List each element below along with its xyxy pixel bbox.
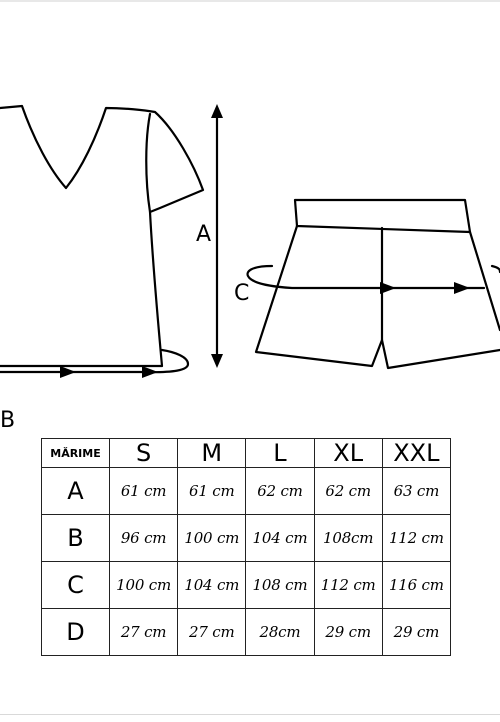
row-label: A xyxy=(41,467,110,515)
measure-label-c: C xyxy=(234,281,250,306)
table-cell: 62 cm xyxy=(313,467,383,515)
table-row: A 61 cm 61 cm 62 cm 62 cm 63 cm xyxy=(41,467,452,515)
table-cell: 27 cm xyxy=(108,608,179,656)
table-cell: 28cm xyxy=(245,608,315,656)
table-row: C 100 cm 104 cm 108 cm 112 cm 116 cm xyxy=(41,561,452,609)
measure-label-b: B xyxy=(0,408,16,433)
size-l: L xyxy=(245,438,315,468)
bottom-border xyxy=(0,714,500,715)
row-label: C xyxy=(41,561,110,609)
arrowhead-c-1 xyxy=(380,282,396,294)
table-row: B 96 cm 100 cm 104 cm 108cm 112 cm xyxy=(41,514,452,562)
row-label: D xyxy=(41,608,110,656)
table-cell: 104 cm xyxy=(177,561,247,609)
arrowhead-a-bottom xyxy=(211,354,223,368)
table-cell: 100 cm xyxy=(108,561,179,609)
size-header-row: MĂRIME S M L XL XXL xyxy=(41,438,452,468)
size-s: S xyxy=(108,438,179,468)
size-column-header: MĂRIME xyxy=(41,438,110,468)
top-border xyxy=(0,0,500,2)
table-cell: 108cm xyxy=(313,514,383,562)
shorts-icon xyxy=(246,198,500,370)
table-cell: 63 cm xyxy=(381,467,452,515)
arrowhead-b-1 xyxy=(60,366,76,378)
table-cell: 112 cm xyxy=(381,514,452,562)
table-cell: 61 cm xyxy=(108,467,179,515)
size-m: M xyxy=(177,438,247,468)
arrowhead-c-2 xyxy=(454,282,470,294)
table-cell: 96 cm xyxy=(108,514,179,562)
table-cell: 100 cm xyxy=(177,514,247,562)
table-cell: 112 cm xyxy=(313,561,383,609)
arrowhead-b-2 xyxy=(142,366,158,378)
table-cell: 61 cm xyxy=(177,467,247,515)
table-row: D 27 cm 27 cm 28cm 29 cm 29 cm xyxy=(41,608,452,656)
table-cell: 62 cm xyxy=(245,467,315,515)
table-cell: 29 cm xyxy=(313,608,383,656)
measure-label-a: A xyxy=(196,222,212,247)
tshirt-icon xyxy=(0,104,205,374)
size-chart-table: MĂRIME S M L XL XXL A 61 cm 61 cm 62 cm … xyxy=(41,438,452,656)
table-cell: 27 cm xyxy=(177,608,247,656)
table-cell: 104 cm xyxy=(245,514,315,562)
size-xxl: XXL xyxy=(381,438,452,468)
row-label: B xyxy=(41,514,110,562)
table-cell: 29 cm xyxy=(381,608,452,656)
table-cell: 116 cm xyxy=(381,561,452,609)
size-xl: XL xyxy=(313,438,383,468)
arrowhead-a-top xyxy=(211,104,223,118)
table-cell: 108 cm xyxy=(245,561,315,609)
